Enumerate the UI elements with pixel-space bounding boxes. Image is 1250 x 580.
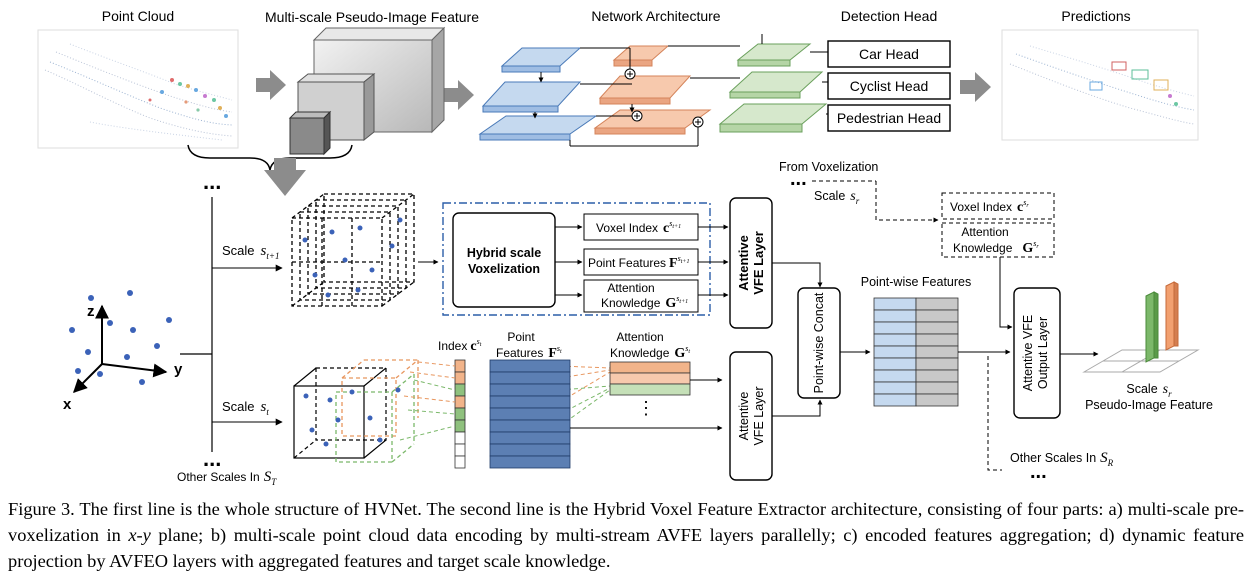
predictions-image [1001,29,1199,141]
title-network: Network Architecture [591,8,720,24]
xyz-axes: z y x [63,290,183,413]
ellipsis-top: ... [203,169,221,194]
hybrid-voxelization-box [452,212,556,308]
hvnet-figure: Point Cloud Multi-scale Pseudo-Image Fea… [37,8,1213,487]
axis-x: x [63,396,72,413]
final-pseudo-label: Pseudo-Image Feature [1085,398,1213,412]
caption-part-1: The first line is the whole structure of… [8,499,1244,545]
axis-y: y [174,361,183,378]
voxel-grid-lower [293,359,419,463]
pointwise-features-matrix [873,297,959,407]
detection-heads: Car Head Cyclist Head Pedestrian Head [827,40,951,132]
title-point-cloud: Point Cloud [102,8,174,24]
vdots-lower: ⋮ [637,398,655,418]
head-cyclist: Cyclist Head [850,78,929,94]
ellipsis-R: ... [1030,461,1047,483]
hybrid-frame [442,202,711,316]
block-arrow-down [264,158,306,196]
avfe-lower-label: AttentiveVFE Layer [737,386,766,445]
network-architecture [478,34,828,147]
title-predictions: Predictions [1061,8,1130,24]
output-layer-box [1013,287,1061,419]
attention-lower-1: Attention [616,330,663,344]
hybrid-line2: Voxelization [468,262,540,276]
index-column [454,359,466,469]
title-detection-head: Detection Head [841,8,938,24]
point-cloud-image [37,29,239,149]
voxel-points-upper [302,217,403,298]
caption-part-2: plane; b) multi-scale point cloud data e… [8,525,1245,571]
head-car: Car Head [859,46,919,62]
axis-z: z [87,303,95,320]
output-layer-label: Attentive VFEOutput Layer [1021,315,1050,391]
hybrid-line1: Hybrid scale [467,246,541,260]
avfe-upper-label: AttentiveVFE Layer [736,231,766,295]
block-arrow-3 [960,72,991,102]
head-pedestrian: Pedestrian Head [837,110,941,126]
caption-xy: x-y [128,525,151,545]
voxel-grid-upper [291,193,415,307]
point-features-matrix [489,359,571,469]
block-arrow-2 [443,80,474,110]
ellipsis-right: ... [790,168,807,190]
final-pseudo-image [1082,281,1200,373]
pointwise-features-title: Point-wise Features [861,275,971,289]
pseudo-image-stack [288,26,446,156]
title-pseudo-image: Multi-scale Pseudo-Image Feature [265,9,479,25]
from-voxelization: From Voxelization [779,160,878,174]
attention-upper-1: Attention [607,281,654,295]
pointwise-concat-box [797,287,841,399]
target-attention-1: Attention [961,225,1008,239]
point-label-1: Point [507,330,535,344]
target-voxel-index-box [941,192,1055,220]
ellipsis-bottom: ... [203,446,221,471]
block-arrow-1 [256,70,286,100]
attention-lower-matrix [609,361,691,396]
figure-caption: Figure 3. The first line is the whole st… [8,496,1244,574]
pointwise-concat-label: Point-wise Concat [812,292,826,393]
caption-label: Figure 3. [8,499,75,519]
target-attention-box [941,222,1055,258]
